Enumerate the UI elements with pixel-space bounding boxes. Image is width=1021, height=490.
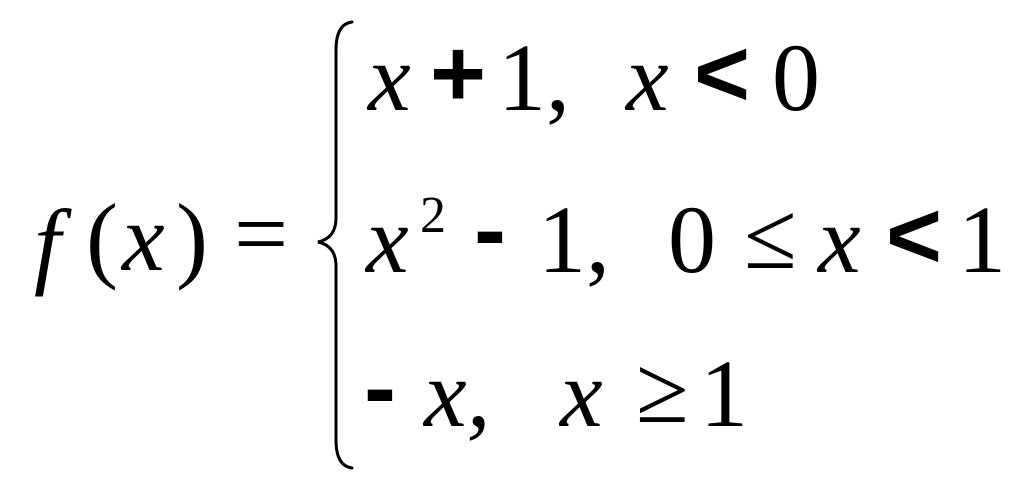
- case2-expr-var: x: [366, 186, 409, 293]
- case2-expr-op: -: [474, 176, 506, 283]
- case2-cond-var: x: [818, 186, 861, 293]
- case1-expr-op: +: [430, 20, 487, 127]
- case2-expr-exponent: 2: [420, 187, 446, 244]
- case2-cond-rel2: <: [886, 182, 943, 289]
- function-name: f: [34, 190, 61, 297]
- case1-cond-rel: <: [694, 20, 751, 127]
- case1-cond-val: 0: [772, 24, 820, 131]
- open-paren: (: [86, 184, 118, 291]
- lhs-variable: x: [122, 184, 165, 291]
- case3-expr-var: x,: [424, 340, 491, 447]
- close-paren: ): [176, 184, 208, 291]
- case1-cond-var: x: [626, 24, 669, 131]
- case1-expr-const: 1,: [498, 24, 570, 131]
- case3-cond-val: 1: [700, 340, 748, 447]
- case1-expr-var: x: [368, 24, 411, 131]
- equals-sign: =: [234, 180, 289, 287]
- case3-cond-rel: ≥: [636, 336, 689, 443]
- case2-cond-rel1: ≤: [744, 182, 797, 289]
- case3-expr-op: -: [364, 334, 396, 441]
- case2-cond-low: 0: [668, 186, 716, 293]
- case2-expr-const: 1,: [538, 186, 610, 293]
- case3-cond-var: x: [560, 340, 603, 447]
- case2-cond-high: 1: [958, 186, 1006, 293]
